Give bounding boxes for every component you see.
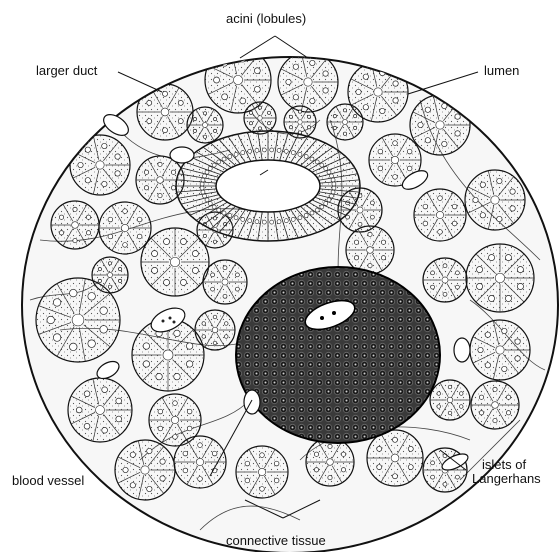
acinus xyxy=(471,381,519,429)
acinus xyxy=(115,440,175,500)
acinus xyxy=(410,95,470,155)
label-islets: islets of Langerhans xyxy=(472,458,541,486)
label-islets-line2: Langerhans xyxy=(472,472,541,486)
label-lumen: lumen xyxy=(484,64,519,78)
acinus xyxy=(278,52,338,112)
acinus xyxy=(187,107,223,143)
label-acini: acini (lobules) xyxy=(226,12,306,26)
acinus xyxy=(470,320,530,380)
acinus xyxy=(68,378,132,442)
acinus xyxy=(137,84,193,140)
duct-lumen xyxy=(216,160,320,212)
islet-of-langerhans xyxy=(236,267,440,443)
acinus xyxy=(465,170,525,230)
acinus xyxy=(327,104,363,140)
larger-duct xyxy=(176,131,360,241)
acinus xyxy=(244,102,276,134)
acinus xyxy=(466,244,534,312)
label-blood-vessel: blood vessel xyxy=(12,474,84,488)
acinus xyxy=(367,430,423,486)
label-larger-duct: larger duct xyxy=(36,64,97,78)
acinus xyxy=(236,446,288,498)
acinus xyxy=(51,201,99,249)
acinus xyxy=(92,257,128,293)
acinus xyxy=(346,226,394,274)
acinus xyxy=(306,438,354,486)
acinus xyxy=(203,260,247,304)
acinus xyxy=(430,380,470,420)
acinus xyxy=(70,135,130,195)
acinus xyxy=(414,189,466,241)
acinus xyxy=(99,202,151,254)
label-connective-tissue: connective tissue xyxy=(226,534,326,548)
acinus xyxy=(423,258,467,302)
label-islets-line1: islets of xyxy=(472,458,541,472)
